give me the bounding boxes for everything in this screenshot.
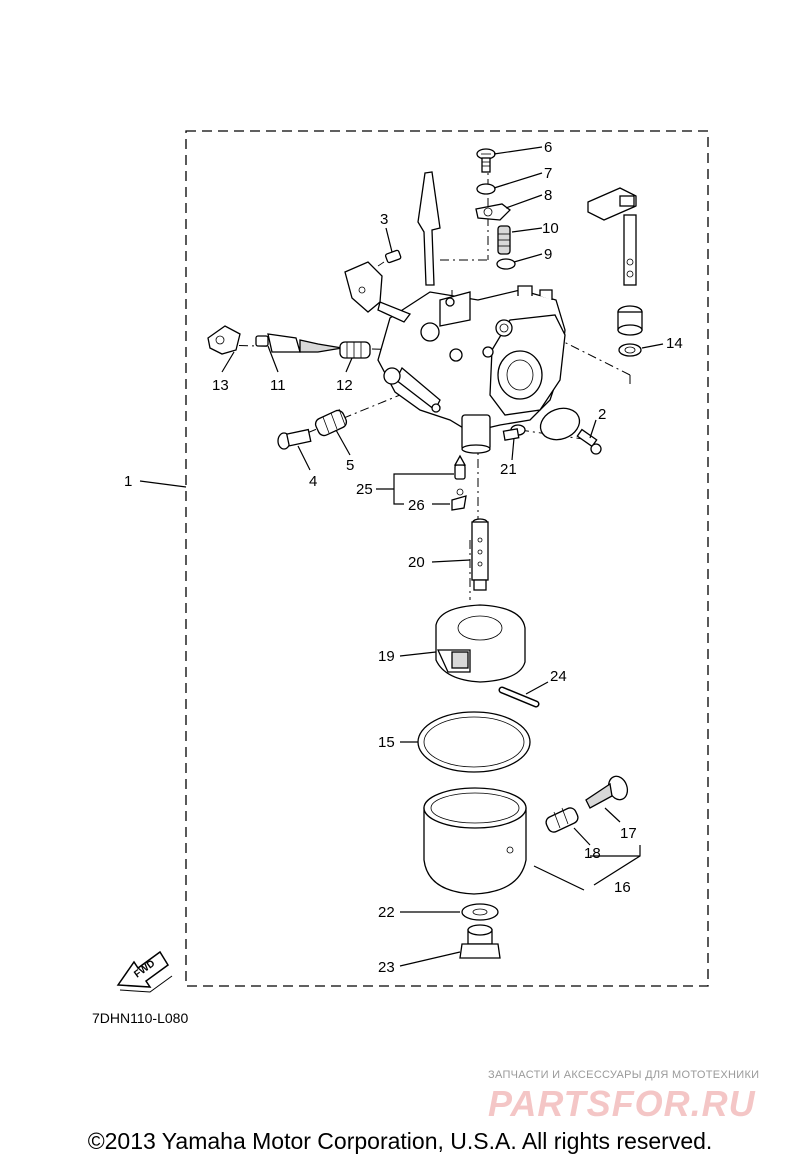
o-ring-9 xyxy=(496,258,516,270)
callout-24: 24 xyxy=(550,668,567,685)
spring-12 xyxy=(339,341,371,359)
diagram-code: 7DHN110-L080 xyxy=(92,1010,189,1026)
callout-6: 6 xyxy=(544,139,552,156)
callout-18: 18 xyxy=(584,845,601,862)
cap-13 xyxy=(207,325,241,355)
washer-7 xyxy=(476,183,496,195)
spring-5 xyxy=(314,408,348,437)
callout-7: 7 xyxy=(544,165,552,182)
callout-26: 26 xyxy=(408,497,425,514)
callout-15: 15 xyxy=(378,734,395,751)
callout-9: 9 xyxy=(544,246,552,263)
callout-17: 17 xyxy=(620,825,637,842)
copyright-notice: ©2013 Yamaha Motor Corporation, U.S.A. A… xyxy=(87,1128,713,1154)
callout-13: 13 xyxy=(212,377,229,394)
pilot-jet-10 xyxy=(497,225,511,255)
callout-2: 2 xyxy=(598,406,606,423)
plate-2 xyxy=(539,407,602,455)
callout-22: 22 xyxy=(378,904,395,921)
callout-25: 25 xyxy=(356,481,373,498)
callout-23: 23 xyxy=(378,959,395,976)
watermark-caption: ЗАПЧАСТИ И АКСЕССУАРЫ ДЛЯ МОТОТЕХНИКИ xyxy=(488,1069,760,1081)
callout-12: 12 xyxy=(336,377,353,394)
washer-22 xyxy=(461,903,499,921)
callout-11: 11 xyxy=(270,377,286,394)
callout-16: 16 xyxy=(614,879,631,896)
assembly-boundary xyxy=(185,130,709,987)
choke-shaft-14 xyxy=(587,187,643,357)
float-needle-25 xyxy=(451,454,467,511)
throttle-lever xyxy=(344,171,441,323)
screw-17 xyxy=(585,775,629,809)
callout-10: 10 xyxy=(542,220,559,237)
callout-4: 4 xyxy=(309,473,317,490)
watermark-logo: PARTSFOR.RU xyxy=(488,1083,756,1124)
needle-11 xyxy=(255,333,343,353)
float-bowl-16 xyxy=(423,787,527,895)
callout-5: 5 xyxy=(346,457,354,474)
screw-21 xyxy=(502,424,526,441)
leader-lines xyxy=(139,146,664,967)
drain-bolt-23 xyxy=(459,924,501,959)
screw-3 xyxy=(377,249,402,267)
spring-18 xyxy=(545,807,579,833)
callout-3: 3 xyxy=(380,211,388,228)
gasket-15 xyxy=(417,711,531,773)
float-19 xyxy=(435,604,526,683)
callout-14: 14 xyxy=(666,335,683,352)
screw-4 xyxy=(277,428,312,450)
carburetor-body xyxy=(377,285,566,454)
callout-19: 19 xyxy=(378,648,395,665)
callout-1: 1 xyxy=(124,473,132,490)
screw-6 xyxy=(476,148,496,173)
callout-20: 20 xyxy=(408,554,425,571)
callout-numbers: 1 2 3 4 5 6 7 8 9 10 11 12 13 14 15 16 1… xyxy=(124,139,683,976)
main-nozzle-20 xyxy=(471,518,489,591)
callout-8: 8 xyxy=(544,187,552,204)
bracket-8 xyxy=(475,203,511,221)
fwd-arrow-icon: FWD xyxy=(116,950,173,993)
callout-21: 21 xyxy=(500,461,517,478)
